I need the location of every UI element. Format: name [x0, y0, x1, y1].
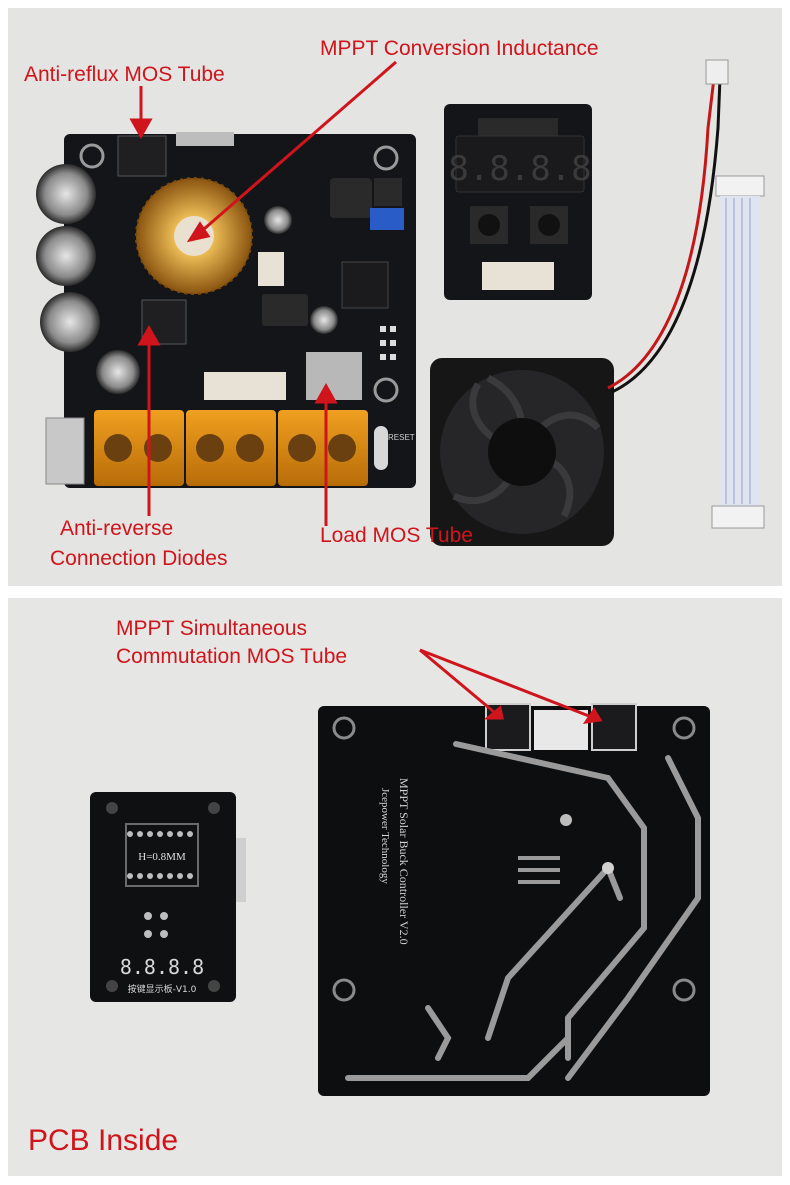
thickness-silkscreen: H=0.8MM: [138, 851, 186, 863]
simultaneous-label-line1: MPPT Simultaneous: [116, 617, 308, 640]
trim-potentiometer: [370, 208, 404, 230]
inductor-101: [330, 178, 372, 218]
main-board-silkscreen: MPPT Solar Buck Controller V2.0: [397, 778, 411, 945]
usb-port: [45, 417, 85, 485]
board-name-silkscreen: 按键显示板-V1.0: [128, 983, 197, 995]
bottom-photo: H=0.8MM 8.8.8.8 按键显示板-V1.0: [90, 648, 710, 1096]
capacitors: [36, 164, 338, 394]
bottom-photo-panel: H=0.8MM 8.8.8.8 按键显示板-V1.0: [8, 598, 782, 1176]
screw-terminals: [94, 410, 368, 486]
main-controller-board: RESET: [36, 132, 416, 488]
display-board: 8.8.8.8: [444, 104, 592, 300]
load-mos-label: Load MOS Tube: [320, 524, 473, 547]
microcontroller: [341, 261, 389, 309]
display-silkscreen: 8.8.8.8: [120, 955, 204, 979]
ribbon-cable: [711, 175, 765, 529]
annotation-arrows-bottom: [419, 648, 603, 724]
anti-reflux-mos-chip: [117, 135, 167, 177]
top-photo: RESET 8.8.8.8: [36, 59, 765, 546]
load-mos-chip: [306, 352, 362, 400]
top-photo-panel: RESET 8.8.8.8: [8, 8, 782, 586]
mppt-inductance-label: MPPT Conversion Inductance: [320, 37, 599, 60]
display-digits: 8.8.8.8: [448, 149, 591, 189]
commutation-mos-right: [591, 703, 637, 751]
simultaneous-label-line2: Commutation MOS Tube: [116, 645, 348, 668]
pcb-inside-label: PCB Inside: [28, 1124, 179, 1157]
reset-silkscreen: RESET: [388, 433, 415, 442]
anti-reverse-label-line2: Connection Diodes: [50, 547, 228, 570]
anti-reverse-label-line1: Anti-reverse: [60, 517, 174, 540]
annotation-arrows: [129, 60, 397, 526]
connector-white: [204, 372, 286, 400]
maker-silkscreen: Jcepower Technology: [379, 788, 391, 884]
display-board-back: H=0.8MM 8.8.8.8 按键显示板-V1.0: [90, 792, 246, 1002]
commutation-mos-left: [485, 703, 531, 751]
anti-reflux-label: Anti-reflux MOS Tube: [24, 63, 225, 86]
board-traces: [345, 741, 701, 1081]
cooling-fan: [430, 358, 614, 546]
main-board-back: MPPT Solar Buck Controller V2.0 Jcepower…: [318, 703, 710, 1096]
